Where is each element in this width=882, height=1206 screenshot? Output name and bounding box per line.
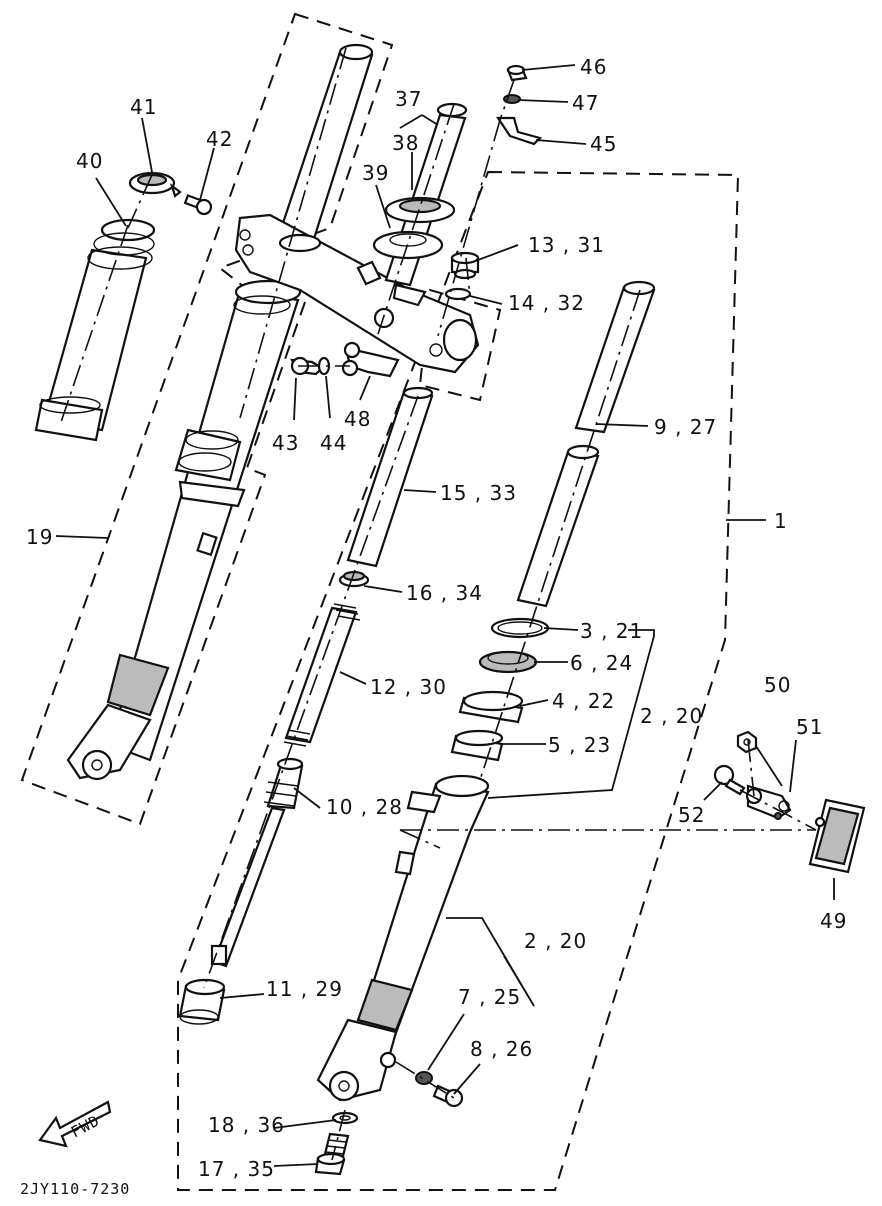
- center-lines: [59, 47, 817, 1161]
- callout-50: 50: [764, 673, 791, 697]
- callout-8-26: 8 , 26: [470, 1037, 533, 1061]
- reflector-49: [808, 798, 866, 874]
- callout-46: 46: [580, 55, 607, 79]
- seal-6: [478, 650, 538, 674]
- callout-6-24: 6 , 24: [570, 651, 633, 675]
- callout-13-31: 13 , 31: [528, 233, 605, 257]
- callout-17-35: 17 , 35: [198, 1157, 275, 1181]
- callout-37: 37: [395, 87, 422, 111]
- callout-7-25: 7 , 25: [458, 985, 521, 1009]
- callout-4-22: 4 , 22: [552, 689, 615, 713]
- bracket-45: [495, 116, 543, 146]
- callout-14-32: 14 , 32: [508, 291, 585, 315]
- callout-39: 39: [362, 161, 389, 185]
- bushing-5: [450, 729, 504, 762]
- nut-50: [736, 730, 758, 754]
- callout-42: 42: [206, 127, 233, 151]
- callout-12-30: 12 , 30: [370, 675, 447, 699]
- rod-10: [210, 757, 304, 968]
- callout-10-28: 10 , 28: [326, 795, 403, 819]
- clip-41: [128, 171, 182, 198]
- circlip-3: [490, 617, 550, 639]
- callout-5-23: 5 , 23: [548, 733, 611, 757]
- callout-45: 45: [590, 132, 617, 156]
- callout-44: 44: [320, 431, 347, 455]
- callout-9-27: 9 , 27: [654, 415, 717, 439]
- screw-8: [432, 1084, 464, 1108]
- leader-lines: [55, 64, 835, 1167]
- callout-41: 41: [130, 95, 157, 119]
- callout-15-33: 15 , 33: [440, 481, 517, 505]
- callout-51: 51: [796, 715, 823, 739]
- seal-11: [178, 978, 226, 1025]
- callout-47: 47: [572, 91, 599, 115]
- bolt-52: [713, 764, 746, 796]
- upper-bracket: [234, 213, 480, 374]
- bolt-17: [314, 1132, 350, 1176]
- callout-38: 38: [392, 131, 419, 155]
- callout-2-20-upper: 2 , 20: [640, 704, 703, 728]
- callout-52: 52: [678, 803, 705, 827]
- damper-rod-15: [346, 386, 434, 568]
- washer-47: [503, 94, 521, 104]
- callout-3-21: 3 , 21: [580, 619, 643, 643]
- lever-48: [341, 341, 400, 378]
- callout-40: 40: [76, 149, 103, 173]
- dust-boot-40: [34, 218, 156, 442]
- washer-4: [458, 690, 524, 724]
- assembly-1-boundary: [177, 170, 740, 1191]
- callout-2-20-lower: 2 , 20: [524, 929, 587, 953]
- callout-43: 43: [272, 431, 299, 455]
- callout-18-36: 18 , 36: [208, 1113, 285, 1137]
- inner-tube-9: [516, 280, 656, 608]
- assembly-19-boundary: [20, 12, 394, 826]
- callout-48: 48: [344, 407, 371, 431]
- outer-tube-2: [316, 774, 490, 1102]
- bolt-42: [183, 194, 213, 216]
- o-ring-14: [444, 287, 472, 301]
- callout-16-34: 16 , 34: [406, 581, 483, 605]
- steering-stem: [372, 102, 468, 307]
- callout-labels: 46 47 45 41 42 37 38 39 40 13 , 31 14 , …: [26, 55, 847, 1181]
- fwd-arrow-icon: FWD: [38, 1100, 112, 1148]
- callout-1: 1: [774, 509, 788, 533]
- callout-11-29: 11 , 29: [266, 977, 343, 1001]
- diagram-code: 2JY110-7230: [20, 1180, 130, 1198]
- callout-19: 19: [26, 525, 53, 549]
- washer-18: [331, 1111, 359, 1125]
- spring-12: [283, 603, 361, 747]
- left-fork-assembly: [66, 43, 374, 781]
- callout-49: 49: [820, 909, 847, 933]
- screw-46: [506, 64, 528, 82]
